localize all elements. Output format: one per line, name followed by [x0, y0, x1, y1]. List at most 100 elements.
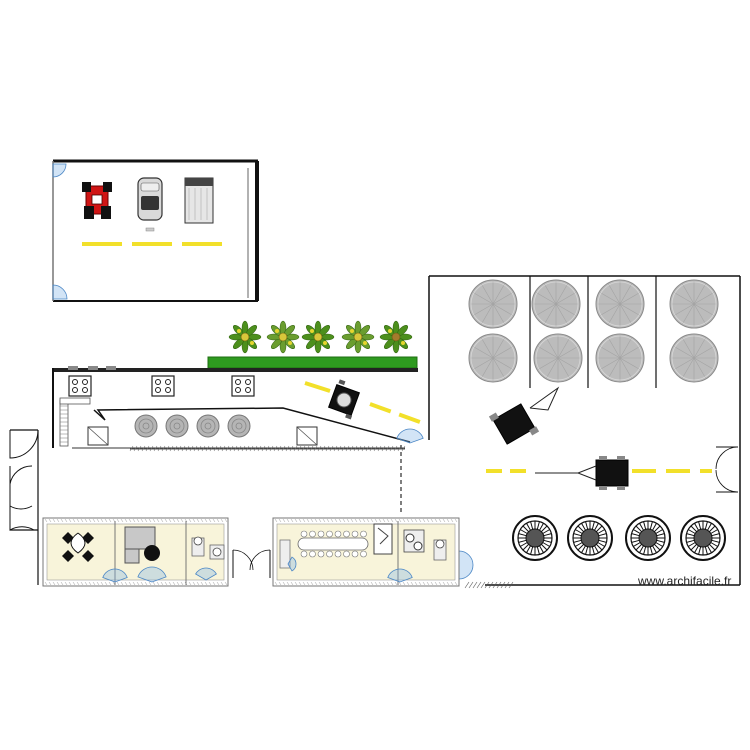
wall-hatch — [382, 581, 386, 586]
wall-hatch — [124, 518, 128, 523]
grid-tank-core — [693, 528, 713, 548]
wall-hatch — [350, 518, 354, 523]
tank-segment — [599, 357, 621, 371]
wall-hatch — [100, 581, 104, 586]
office-unit-right — [272, 517, 460, 587]
chair — [351, 530, 359, 538]
car-icon — [137, 177, 163, 232]
cart-icon — [535, 456, 629, 490]
tractor-wheel — [103, 182, 112, 192]
hatch — [496, 581, 502, 589]
wall-hatch — [450, 518, 454, 523]
door-swing-arc — [137, 566, 167, 583]
vat-ring — [142, 422, 150, 430]
mid-doors — [232, 549, 271, 578]
tank-segment — [619, 357, 633, 379]
wall-hatch — [128, 518, 132, 523]
wall-hatch — [192, 581, 196, 586]
wall-hatch — [148, 581, 152, 586]
small-vat-icon — [196, 414, 220, 438]
tank-ring — [470, 281, 516, 327]
burner — [155, 379, 161, 385]
tank-segment — [619, 303, 633, 325]
wall-hatch — [362, 581, 366, 586]
vat-outer — [165, 414, 189, 438]
flower — [401, 341, 405, 345]
hall-vent — [68, 366, 78, 370]
hatch — [508, 581, 514, 589]
wall-hatch — [390, 581, 394, 586]
tank-segment — [480, 357, 494, 379]
wall-hatch — [132, 518, 136, 523]
table-top — [297, 537, 369, 551]
plant-icon — [301, 320, 335, 354]
flower — [350, 329, 354, 333]
wall-hatch — [358, 581, 362, 586]
wall-hatch — [354, 581, 358, 586]
tank-segment — [492, 303, 514, 317]
wall-hatch — [334, 518, 338, 523]
wall-hatch — [168, 518, 172, 523]
sink-bowl — [413, 541, 423, 551]
grid-tank-spoke — [635, 525, 643, 533]
tank-segment — [607, 283, 621, 305]
chair — [309, 550, 316, 558]
wall-hatch — [156, 518, 160, 523]
wall-hatch — [200, 581, 204, 586]
hatch — [476, 581, 482, 589]
tank-segment — [472, 303, 494, 317]
tank-ring — [671, 281, 717, 327]
wall-hatch — [212, 518, 216, 523]
flower — [353, 332, 363, 342]
burner — [165, 379, 171, 385]
wall-hatch — [200, 518, 204, 523]
grid-tank-spoke — [708, 525, 716, 533]
grid-tank-spoke — [522, 525, 530, 533]
chair — [317, 530, 325, 538]
wall-hatch — [120, 518, 124, 523]
wall-hatch — [294, 518, 298, 523]
stove-icon — [68, 375, 92, 397]
toilet-seat — [435, 539, 445, 549]
wall-hatch — [92, 518, 96, 523]
wall-hatch — [438, 518, 442, 523]
tank-segment — [472, 291, 494, 305]
wall-hatch — [374, 518, 378, 523]
wall-hatch — [330, 518, 334, 523]
forklift-icon — [327, 379, 361, 420]
flower — [388, 329, 392, 333]
chair — [309, 530, 316, 538]
chair — [351, 550, 359, 558]
tractor-wheel — [82, 182, 91, 192]
chair — [326, 550, 333, 558]
wall-hatch — [168, 581, 172, 586]
hall-vent — [106, 366, 116, 370]
wall-hatch — [378, 581, 382, 586]
door-swing — [195, 567, 217, 581]
flower — [237, 329, 241, 333]
storage-cabinet — [87, 426, 109, 446]
grid-tank-core — [638, 528, 658, 548]
tank-segment — [535, 303, 557, 317]
stair-landing — [59, 397, 91, 405]
tank-segment — [537, 345, 559, 359]
chair — [360, 550, 367, 558]
plant-icon — [266, 320, 300, 354]
flower — [250, 341, 254, 345]
wall-hatch — [314, 581, 318, 586]
door-arc — [715, 446, 739, 470]
tank-segment — [681, 283, 695, 305]
wall-hatch — [378, 518, 382, 523]
grid-tank-icon — [567, 515, 613, 561]
wall-hatch — [132, 581, 136, 586]
wall-hatch — [426, 581, 430, 586]
wall-hatch — [282, 581, 286, 586]
wall-hatch — [152, 518, 156, 523]
cart-hitch — [529, 386, 560, 411]
wall-hatch — [216, 581, 220, 586]
wall-hatch — [386, 518, 390, 523]
wall-hatch — [156, 581, 160, 586]
wall-hatch — [208, 518, 212, 523]
door-arc — [9, 465, 33, 485]
chair — [360, 530, 367, 538]
